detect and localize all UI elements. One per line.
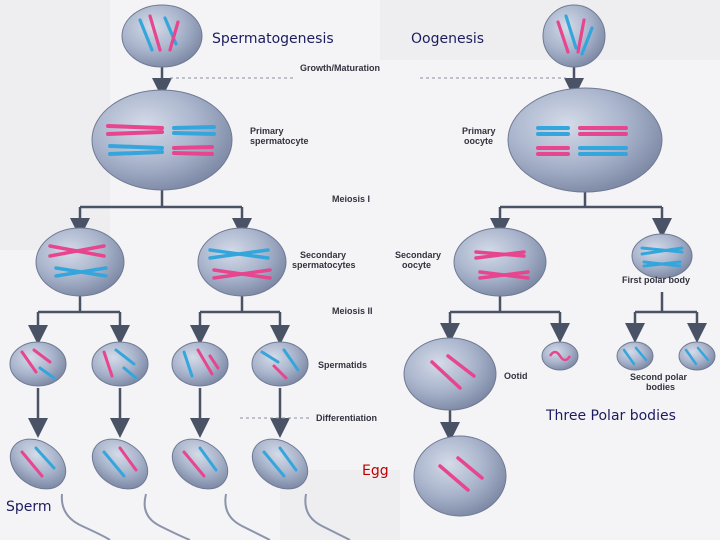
label-second-polar-bodies-line-1: Second polar — [630, 372, 688, 382]
secondary-spermatocyte-cell-1 — [35, 227, 125, 297]
sperm-cell-4 — [251, 438, 351, 540]
polar-body-cell-a — [541, 341, 579, 371]
spermatid-cell-1 — [9, 341, 67, 387]
overlay-egg: Egg — [362, 463, 389, 479]
sperm-cell-2 — [91, 438, 191, 540]
secondary-spermatocyte-cell-2 — [197, 227, 287, 297]
label-first-polar-body: First polar body — [622, 275, 690, 285]
secondary-oocyte-cell — [453, 227, 547, 297]
ootid-cell — [403, 337, 497, 411]
polar-body-cell-b — [616, 341, 654, 371]
polar-body-cell-c — [678, 341, 716, 371]
stage-label-growth: Growth/Maturation — [300, 63, 380, 73]
oocyte-progenitor-cell — [542, 4, 606, 68]
egg-cell — [413, 435, 507, 517]
overlay-sperm: Sperm — [6, 499, 52, 515]
stage-label-meiosis-2: Meiosis II — [332, 306, 373, 316]
label-secondary-oocyte-line-1: Secondary — [395, 250, 441, 260]
label-ootid: Ootid — [504, 371, 528, 381]
label-primary-spermatocyte-line-1: Primary — [250, 126, 284, 136]
label-second-polar-bodies-line-2: bodies — [646, 382, 675, 392]
label-primary-oocyte-line-1: Primary — [462, 126, 496, 136]
first-polar-body-cell — [631, 233, 693, 279]
overlay-three-polar-bodies: Three Polar bodies — [546, 408, 676, 424]
sperm-cell-1 — [9, 438, 111, 540]
spermatid-cell-4 — [251, 341, 309, 387]
stage-label-meiosis-1: Meiosis I — [332, 194, 370, 204]
primary-spermatocyte-cell — [91, 89, 233, 191]
stage-guide-lines — [170, 77, 566, 419]
label-primary-spermatocyte-line-2: spermatocyte — [250, 136, 309, 146]
sperm-progenitor-cell — [121, 4, 203, 68]
overlay-spermatogenesis-title: Spermatogenesis — [212, 31, 334, 47]
label-secondary-spermatocytes-line-1: Secondary — [300, 250, 346, 260]
sperm-cell-3 — [171, 438, 271, 540]
spermatid-cell-3 — [171, 341, 229, 387]
label-primary-oocyte-line-2: oocyte — [464, 136, 493, 146]
label-secondary-spermatocytes-line-2: spermatocytes — [292, 260, 356, 270]
stage-label-differentiation: Differentiation — [316, 413, 377, 423]
overlay-oogenesis-title: Oogenesis — [411, 31, 485, 47]
label-spermatids: Spermatids — [318, 360, 367, 370]
spermatid-cell-2 — [91, 341, 149, 387]
primary-oocyte-cell — [507, 87, 663, 193]
label-secondary-oocyte-line-2: oocyte — [402, 260, 431, 270]
